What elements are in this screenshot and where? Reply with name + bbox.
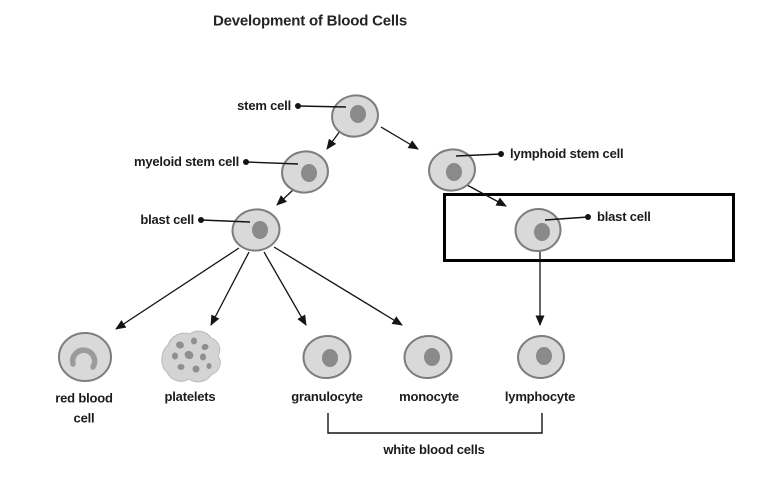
leader-blast-right — [544, 216, 589, 221]
leader-lines — [198, 103, 591, 223]
lymphocyte-nucleus — [536, 347, 552, 365]
red-blood-cell-node — [58, 332, 112, 382]
arrow-lymphoid-to-blast — [466, 184, 507, 207]
white-blood-cells-bracket — [327, 413, 543, 434]
stem-cell-nucleus — [350, 105, 366, 123]
white-blood-cells-label: white blood cells — [383, 442, 485, 458]
leader-dot-lymphoid — [498, 151, 504, 157]
arrow-blast-to-rbc — [115, 247, 240, 330]
myeloid-stem-cell-label: myeloid stem cell — [134, 154, 239, 170]
lymphoid-blast-cell-node — [514, 207, 562, 253]
arrow-blast-to-platelets — [210, 251, 250, 326]
monocyte-nucleus — [424, 348, 440, 366]
lymphoid-stem-cell-nucleus — [446, 163, 462, 181]
lymphoid-blast-cell-label: blast cell — [597, 209, 651, 225]
platelet-spots — [172, 337, 212, 373]
leader-dot-stem-cell — [295, 103, 301, 109]
leader-dot-myeloid — [243, 159, 249, 165]
lymphocyte-node — [517, 334, 565, 380]
myeloid-blast-cell-node — [231, 208, 281, 252]
granulocyte-label: granulocyte — [291, 389, 363, 405]
arrow-blast-to-monocyte — [273, 246, 403, 326]
lymphocyte-label: lymphocyte — [504, 389, 576, 405]
monocyte-label: monocyte — [399, 389, 459, 405]
highlight-box — [443, 193, 735, 262]
stem-cell-label: stem cell — [237, 98, 291, 114]
red-blood-cell-body — [58, 332, 112, 382]
leader-myeloid — [245, 161, 299, 165]
arrow-stem-to-myeloid — [326, 130, 341, 150]
monocyte-node — [403, 334, 453, 380]
myeloid-stem-cell-nucleus — [301, 164, 317, 182]
granulocyte-nucleus — [322, 349, 338, 367]
myeloid-blast-cell-label: blast cell — [140, 212, 194, 228]
myeloid-stem-cell-node — [281, 150, 329, 194]
red-blood-cell-label: red blood cell — [55, 390, 113, 426]
leader-blast-left — [200, 219, 251, 223]
diagram-title: Development of Blood Cells — [213, 12, 407, 30]
red-blood-cell-crescent — [69, 347, 98, 370]
arrow-myeloid-to-blast — [276, 189, 294, 206]
leader-dot-blast-left — [198, 217, 204, 223]
granulocyte-node — [302, 334, 352, 380]
connector-arrows — [115, 126, 545, 330]
lymphoid-blast-cell-nucleus — [534, 223, 550, 241]
leader-stem-cell — [297, 105, 347, 108]
lymphoid-stem-cell-node — [428, 148, 476, 192]
arrow-stem-to-lymphoid — [380, 126, 419, 150]
platelets-node — [161, 330, 221, 383]
lymphoid-stem-cell-label: lymphoid stem cell — [510, 146, 624, 162]
platelets-label: platelets — [164, 389, 216, 405]
arrow-blast-to-granulocyte — [263, 251, 307, 326]
stem-cell-node — [331, 94, 379, 138]
leader-dot-blast-right — [585, 214, 591, 220]
leader-lymphoid — [455, 153, 502, 157]
myeloid-blast-cell-nucleus — [252, 221, 268, 239]
